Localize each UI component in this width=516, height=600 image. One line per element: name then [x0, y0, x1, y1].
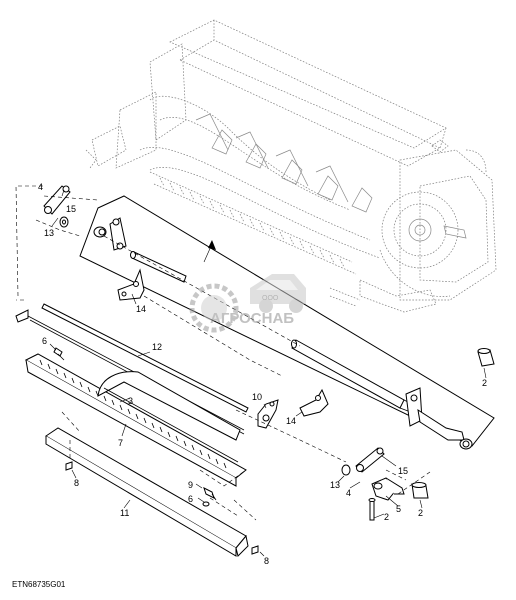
strip-3-toothed: [24, 353, 247, 487]
callout-leaders: [49, 189, 487, 557]
callout-13-upper: 13: [44, 228, 54, 238]
callout-15-lower: 15: [398, 466, 408, 476]
callout-14-upper: 14: [136, 304, 146, 314]
assembly-outline: [79, 195, 495, 447]
brand-watermark: ООО АГРОСНАБ: [189, 274, 306, 333]
callout-13-lower: 13: [330, 480, 340, 490]
callout-14-lower: 14: [286, 416, 296, 426]
callout-2-lower-a: 2: [384, 512, 389, 522]
watermark-brand-text: АГРОСНАБ: [210, 310, 294, 327]
callout-4-lower: 4: [346, 488, 351, 498]
spacer-2-upper: [477, 348, 495, 367]
pin-2-lower: [368, 498, 376, 521]
callout-8-left: 8: [74, 478, 79, 488]
callout-7: 7: [118, 438, 123, 448]
figure-id: ETN68735G01: [12, 580, 66, 589]
lever-14-lower: [299, 388, 329, 417]
callout-3: 3: [128, 396, 133, 406]
callout-2-upper: 2: [482, 378, 487, 388]
callout-4-upper: 4: [38, 182, 43, 192]
channel-11: [45, 427, 249, 557]
callout-8-right: 8: [264, 556, 269, 566]
nut-8-right: [251, 545, 259, 555]
arm-5: [371, 477, 405, 501]
shaft-long: [291, 339, 421, 415]
right-arm-lever: [405, 387, 473, 450]
upper-arm-bracket: [109, 217, 127, 251]
nut-8-left: [65, 461, 73, 471]
strip-7: [97, 371, 241, 463]
washer-6-lower: [202, 501, 210, 507]
callout-10: 10: [252, 392, 262, 402]
callout-15-upper: 15: [66, 204, 76, 214]
lever-14-upper: [117, 268, 145, 301]
callout-6-upper: 6: [42, 336, 47, 346]
link-arm-upper-left: [43, 185, 71, 228]
spacer-2-lower: [411, 482, 429, 499]
screw-9: [203, 487, 217, 501]
bracket-10: [257, 399, 279, 429]
header-assembly-ghost: [85, 19, 497, 313]
bushing-upper: [93, 226, 107, 238]
direction-arrow-icon: [203, 240, 216, 263]
callout-labels: 4 15 13 14 6 12 3 7 8 11 9 6 8 10 14 2 1…: [38, 182, 487, 566]
callout-12: 12: [152, 342, 162, 352]
callout-2-lower-b: 2: [418, 508, 423, 518]
callout-5: 5: [396, 504, 401, 514]
link-arm-lower-right: [341, 447, 385, 476]
watermark-small-text: ООО: [262, 295, 279, 302]
callout-11: 11: [120, 508, 129, 518]
callout-9: 9: [188, 480, 193, 490]
callout-6-lower: 6: [188, 494, 193, 504]
